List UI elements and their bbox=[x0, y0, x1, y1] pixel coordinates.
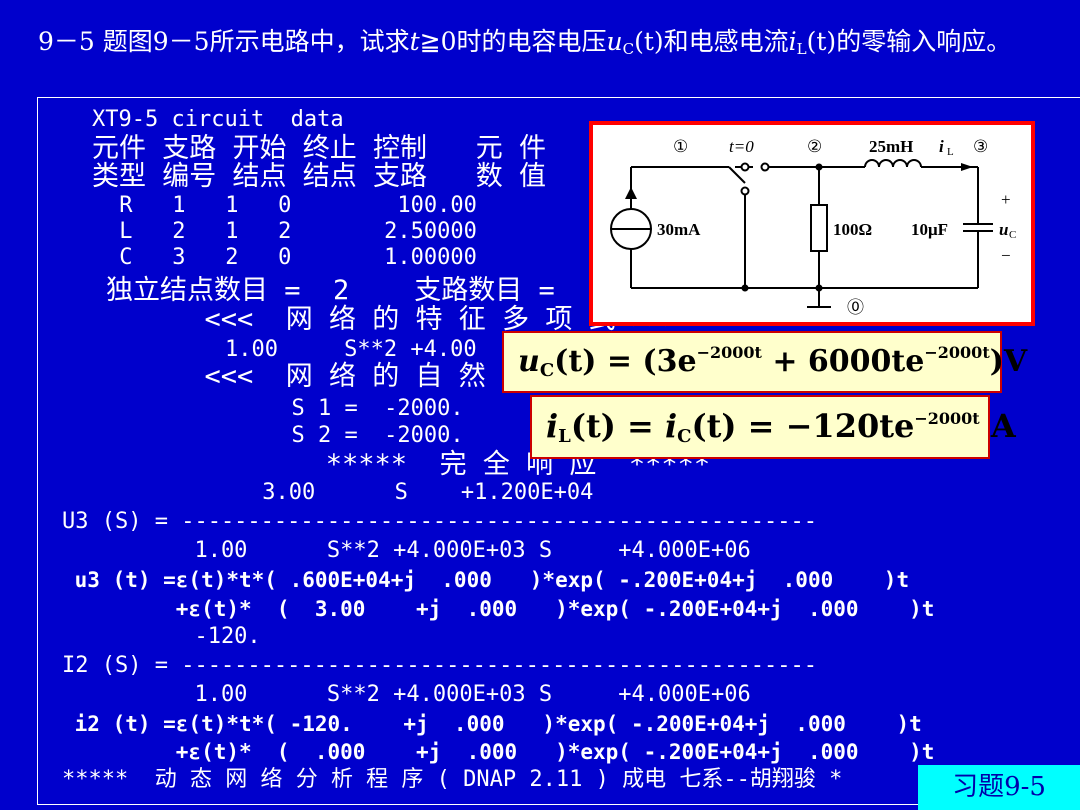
problem-text-1: 9－5 题图9－5所示电路中，试求 bbox=[38, 27, 410, 56]
f1-tail: )V bbox=[989, 344, 1028, 379]
output-line: +ε(t)* ( .000 +j .000 )*exp( -.200E+04+j… bbox=[62, 740, 935, 764]
output-line: i2 (t) =ε(t)*t*( -120. +j .000 )*exp( -.… bbox=[62, 712, 922, 736]
voltage-arg: (t) bbox=[634, 27, 664, 56]
voltage-symbol: u bbox=[606, 27, 623, 56]
problem-text-2: ≧0时的电容电压 bbox=[419, 27, 607, 56]
f2-mid-2: (t) = −120te bbox=[691, 407, 915, 445]
node-1-label: ① bbox=[673, 137, 688, 156]
resistor-label: 100Ω bbox=[833, 220, 872, 239]
output-line: ***** 完 全 响 应 ***** bbox=[212, 449, 711, 480]
f2-lhs-sub: L bbox=[558, 426, 571, 447]
f2-rhs-sub: C bbox=[677, 426, 692, 447]
inductor-current-formula: iL(t) = iC(t) = −120te−2000t A bbox=[530, 395, 1016, 459]
plus-sign: + bbox=[1001, 190, 1011, 209]
f1-exponent-1: −2000t bbox=[696, 343, 762, 362]
problem-text-3: 和电感电流 bbox=[663, 27, 789, 56]
output-line: +ε(t)* ( 3.00 +j .000 )*exp( -.200E+04+j… bbox=[62, 597, 935, 621]
f2-exponent: −2000t bbox=[914, 409, 980, 428]
voltage-subscript: C bbox=[622, 40, 635, 58]
output-line: 1.00 S**2 +4.000E+03 S +4.000E+06 bbox=[62, 538, 751, 563]
output-line: C 3 2 0 1.00000 bbox=[106, 245, 477, 270]
current-arg: (t) bbox=[806, 27, 837, 56]
exercise-badge: 习题9-5 bbox=[918, 765, 1080, 810]
current-subscript: L bbox=[796, 40, 807, 58]
output-line: 1.00 S**2 +4.00 bbox=[172, 337, 477, 362]
node-2-label: ② bbox=[807, 137, 822, 156]
output-line: I2 (S) = -------------------------------… bbox=[62, 653, 817, 678]
output-line: 独立结点数目 = 2 支路数目 = bbox=[106, 275, 555, 306]
output-line: ***** 动 态 网 络 分 析 程 序 ( DNAP 2.11 ) 成电 七… bbox=[62, 767, 843, 792]
problem-statement: 9－5 题图9－5所示电路中，试求t≧0时的电容电压uC(t)和电感电流iL(t… bbox=[38, 26, 1048, 65]
f1-exponent-2: −2000t bbox=[924, 343, 990, 362]
time-variable: t bbox=[409, 27, 420, 56]
capacitor-voltage-formula: uC(t) = (3e−2000t + 6000te−2000t)V bbox=[502, 331, 1027, 393]
f1-lhs-symbol: u bbox=[518, 344, 540, 379]
output-line: 1.00 S**2 +4.000E+03 S +4.000E+06 bbox=[62, 682, 751, 707]
output-line: -120. bbox=[62, 624, 261, 649]
program-output-frame bbox=[37, 97, 1080, 805]
output-line: L 2 1 2 2.50000 bbox=[106, 219, 477, 244]
minus-sign: − bbox=[1001, 246, 1011, 265]
source-label: 30mA bbox=[657, 220, 701, 239]
capacitor-label: 10μF bbox=[911, 220, 948, 239]
current-label: i bbox=[939, 137, 944, 156]
output-line: U3 (S) = -------------------------------… bbox=[62, 509, 817, 534]
output-line: <<< 网 络 的 自 然 bbox=[172, 361, 486, 392]
f2-mid-1: (t) = bbox=[570, 407, 665, 445]
current-sub: L bbox=[947, 146, 954, 158]
output-line: u3 (t) =ε(t)*t*( .600E+04+j .000 )*exp( … bbox=[62, 568, 910, 592]
f1-lhs-sub: C bbox=[539, 360, 555, 381]
voltage-label: u bbox=[999, 220, 1008, 239]
output-line: 类型 编号 结点 结点 支路 数 值 bbox=[92, 161, 547, 192]
circuit-diagram: ① t=0 ② 25mH i L ③ 30mA 100Ω 10μF + u C … bbox=[589, 121, 1035, 326]
f2-tail: A bbox=[979, 407, 1016, 445]
voltage-sub: C bbox=[1009, 229, 1016, 241]
f2-rhs-symbol: i bbox=[664, 407, 678, 445]
output-line: S 2 = -2000. bbox=[212, 423, 464, 448]
f1-lhs-arg: (t) = (3e bbox=[554, 344, 697, 379]
node-3-label: ③ bbox=[973, 137, 988, 156]
output-line: S 1 = -2000. bbox=[212, 396, 464, 421]
inductor-label: 25mH bbox=[869, 137, 913, 156]
switch-label: t=0 bbox=[729, 137, 754, 156]
output-line: 3.00 S +1.200E+04 bbox=[196, 480, 594, 505]
output-line: R 1 1 0 100.00 bbox=[106, 193, 477, 218]
output-line: 元件 支路 开始 终止 控制 元 件 bbox=[92, 133, 547, 164]
f2-lhs-symbol: i bbox=[546, 407, 559, 445]
output-line: XT9-5 circuit data bbox=[92, 107, 344, 132]
f1-mid: + 6000te bbox=[761, 344, 925, 379]
current-symbol: i bbox=[788, 27, 797, 56]
node-0-label: ⓪ bbox=[847, 298, 864, 317]
problem-text-4: 的零输入响应。 bbox=[836, 27, 1012, 56]
circuit-svg: ① t=0 ② 25mH i L ③ 30mA 100Ω 10μF + u C … bbox=[610, 137, 1016, 317]
